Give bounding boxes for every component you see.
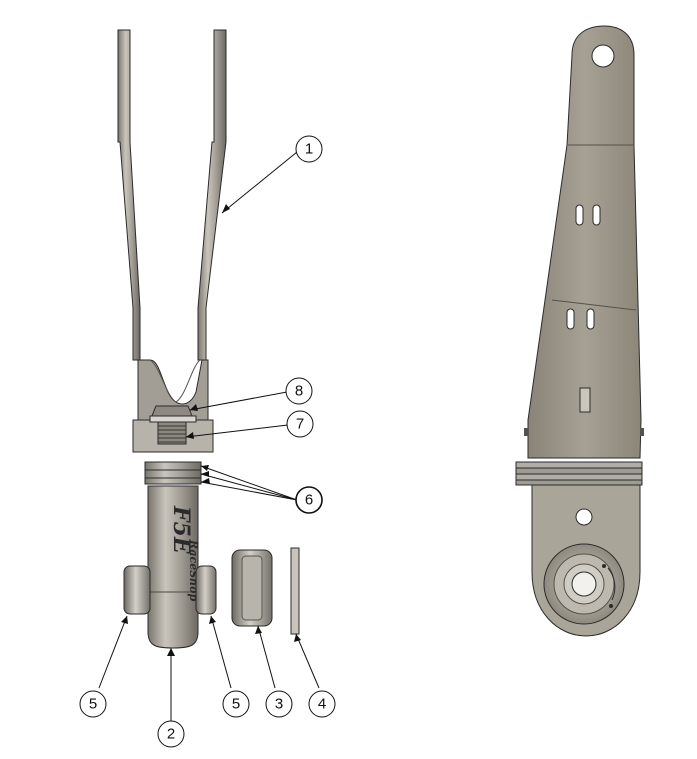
svg-text:8: 8 [295,383,303,400]
callout-2: 2 [157,720,185,748]
callout-4: 4 [308,690,336,718]
svg-text:2: 2 [167,726,175,743]
svg-text:4: 4 [318,696,326,713]
callout-8: 8 [285,377,313,405]
callout-1: 1 [295,135,323,163]
callout-7: 7 [286,410,314,438]
svg-text:F5E: F5E [168,505,194,555]
svg-text:3: 3 [275,696,283,713]
callout-6: 6 [295,486,323,514]
svg-text:6: 6 [305,492,313,509]
lower-slots [566,308,595,330]
bushing-left [123,565,151,615]
leader-lines [98,151,320,725]
spherical-bearing [231,549,273,627]
callout-3: 3 [265,690,293,718]
top-mount-hole [591,44,615,68]
spacer-stack [144,461,202,485]
rod-end-body: F5E RaceShop [147,485,200,649]
callout-5-right: 5 [222,690,250,718]
svg-text:1: 1 [305,141,313,158]
arm-side-view [515,25,644,637]
svg-text:5: 5 [89,696,97,713]
bolt-and-nut [149,405,197,445]
fork-bracket [117,29,227,453]
shim-plate [290,547,300,635]
leader-arrowheads [121,204,301,656]
upper-slots [575,204,601,226]
callout-5-left: 5 [79,690,107,718]
brand-logo: F5E RaceShop [168,505,200,601]
lower-mount-hole [575,508,593,526]
svg-text:5: 5 [232,696,240,713]
svg-text:7: 7 [296,416,304,433]
bushing-right [195,565,217,615]
